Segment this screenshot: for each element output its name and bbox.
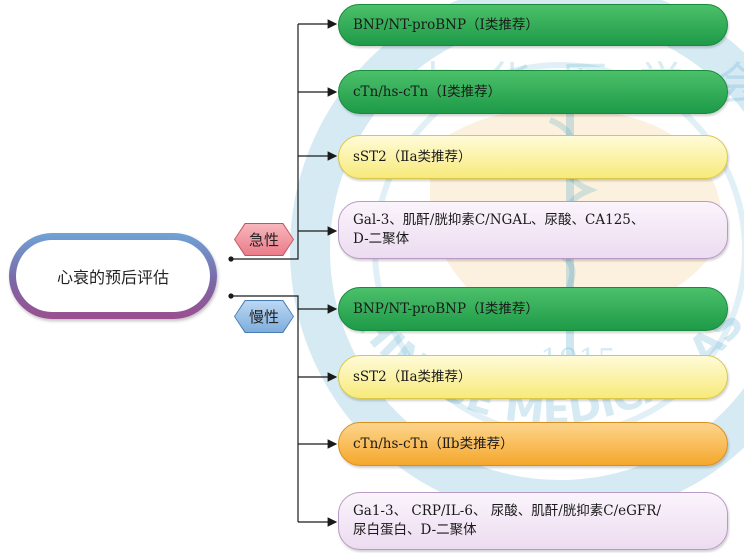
chronic-item-bnp: BNP/NT-proBNP（Ⅰ类推荐） bbox=[338, 287, 728, 331]
acute-item-bnp: BNP/NT-proBNP（Ⅰ类推荐） bbox=[338, 4, 728, 46]
chronic-item-other: Ga1-3、 CRP/IL-6、 尿酸、肌酐/胱抑素C/eGFR/ 尿白蛋白、D… bbox=[338, 492, 728, 550]
acute-item-sst2: sST2（Ⅱa类推荐） bbox=[338, 135, 728, 179]
acute-item-ctn: cTn/hs-cTn（Ⅰ类推荐） bbox=[338, 70, 728, 114]
chronic-item-label: Ga1-3、 CRP/IL-6、 尿酸、肌酐/胱抑素C/eGFR/ 尿白蛋白、D… bbox=[353, 503, 662, 538]
acute-tag: 急性 bbox=[235, 224, 293, 255]
chronic-item-label: cTn/hs-cTn（Ⅱb类推荐） bbox=[353, 435, 514, 452]
chronic-item-ctn: cTn/hs-cTn（Ⅱb类推荐） bbox=[338, 422, 728, 466]
acute-item-label: cTn/hs-cTn（Ⅰ类推荐） bbox=[353, 83, 502, 100]
root-node: 心衰的预后评估 bbox=[9, 233, 217, 319]
acute-item-label: BNP/NT-proBNP（Ⅰ类推荐） bbox=[353, 16, 539, 33]
chronic-item-label: BNP/NT-proBNP（Ⅰ类推荐） bbox=[353, 300, 539, 317]
chronic-tag: 慢性 bbox=[235, 301, 293, 332]
acute-item-other: Gal-3、肌酐/胱抑素C/NGAL、尿酸、CA125、 D-二聚体 bbox=[338, 201, 728, 259]
chronic-item-label: sST2（Ⅱa类推荐） bbox=[353, 368, 472, 385]
chronic-item-sst2: sST2（Ⅱa类推荐） bbox=[338, 355, 728, 399]
root-label: 心衰的预后评估 bbox=[16, 240, 210, 312]
acute-item-label: sST2（Ⅱa类推荐） bbox=[353, 148, 472, 165]
acute-item-label: Gal-3、肌酐/胱抑素C/NGAL、尿酸、CA125、 D-二聚体 bbox=[353, 212, 645, 247]
